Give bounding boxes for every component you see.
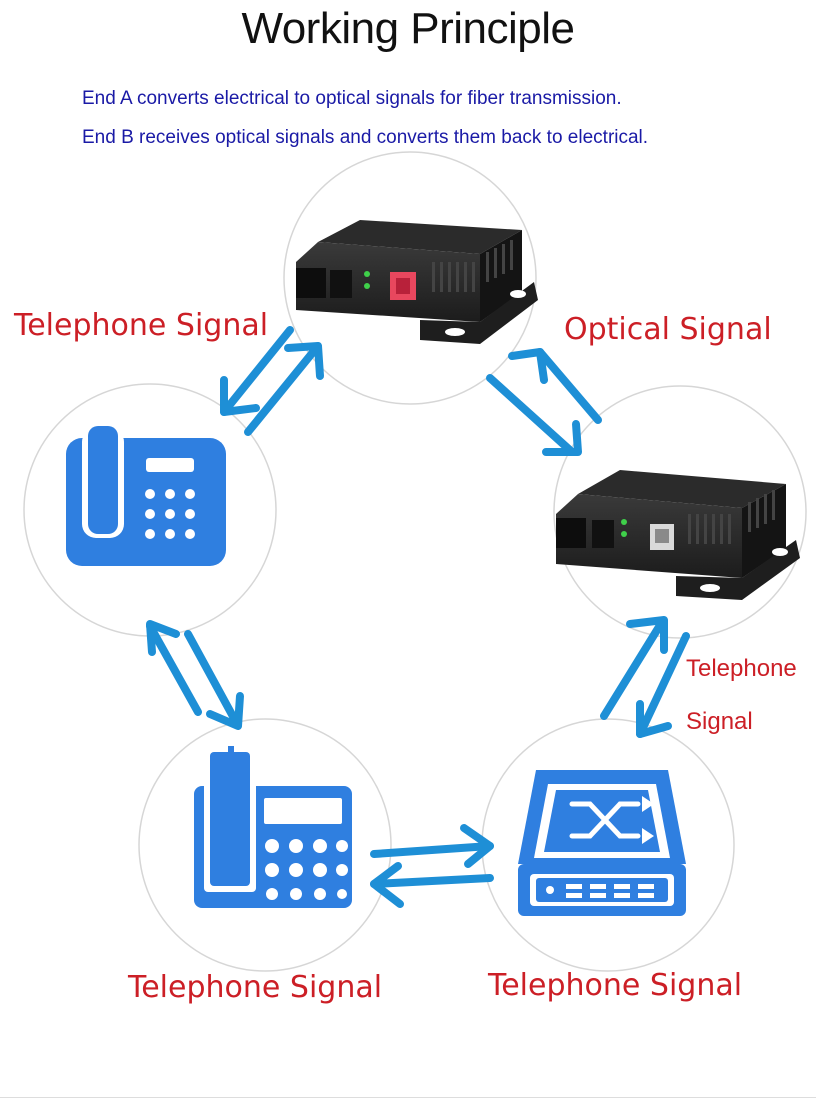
switch-icon (518, 770, 686, 916)
bottom-divider (0, 1097, 816, 1098)
arrow-pair-converter-b-to-switch (600, 616, 690, 738)
label-telephone-signal-bottom-right: Telephone Signal (488, 968, 743, 1003)
arrow-pair-phone-to-converter-a (220, 326, 324, 436)
telephone-icon (66, 426, 226, 566)
label-telephone-right-line1: Telephone (686, 655, 797, 682)
arrow-pair-converter-a-to-b (486, 348, 602, 456)
label-telephone-signal-bottom-left: Telephone Signal (128, 970, 383, 1005)
arrow-pair-phone-to-desk-phone (146, 620, 244, 730)
label-telephone-signal-left: Telephone Signal (14, 308, 269, 343)
fiber-converter-a-icon (296, 220, 538, 344)
page-title: Working Principle (241, 4, 575, 53)
arrow-pair-desk-phone-to-switch (370, 824, 494, 908)
label-optical-signal: Optical Signal (564, 312, 772, 347)
label-telephone-right-line2: Signal (686, 708, 753, 735)
desk-phone-icon (194, 746, 352, 908)
arrows (146, 326, 690, 908)
description-line-1: End A converts electrical to optical sig… (82, 88, 622, 109)
description-line-2: End B receives optical signals and conve… (82, 127, 649, 148)
fiber-converter-b-icon (556, 470, 800, 600)
